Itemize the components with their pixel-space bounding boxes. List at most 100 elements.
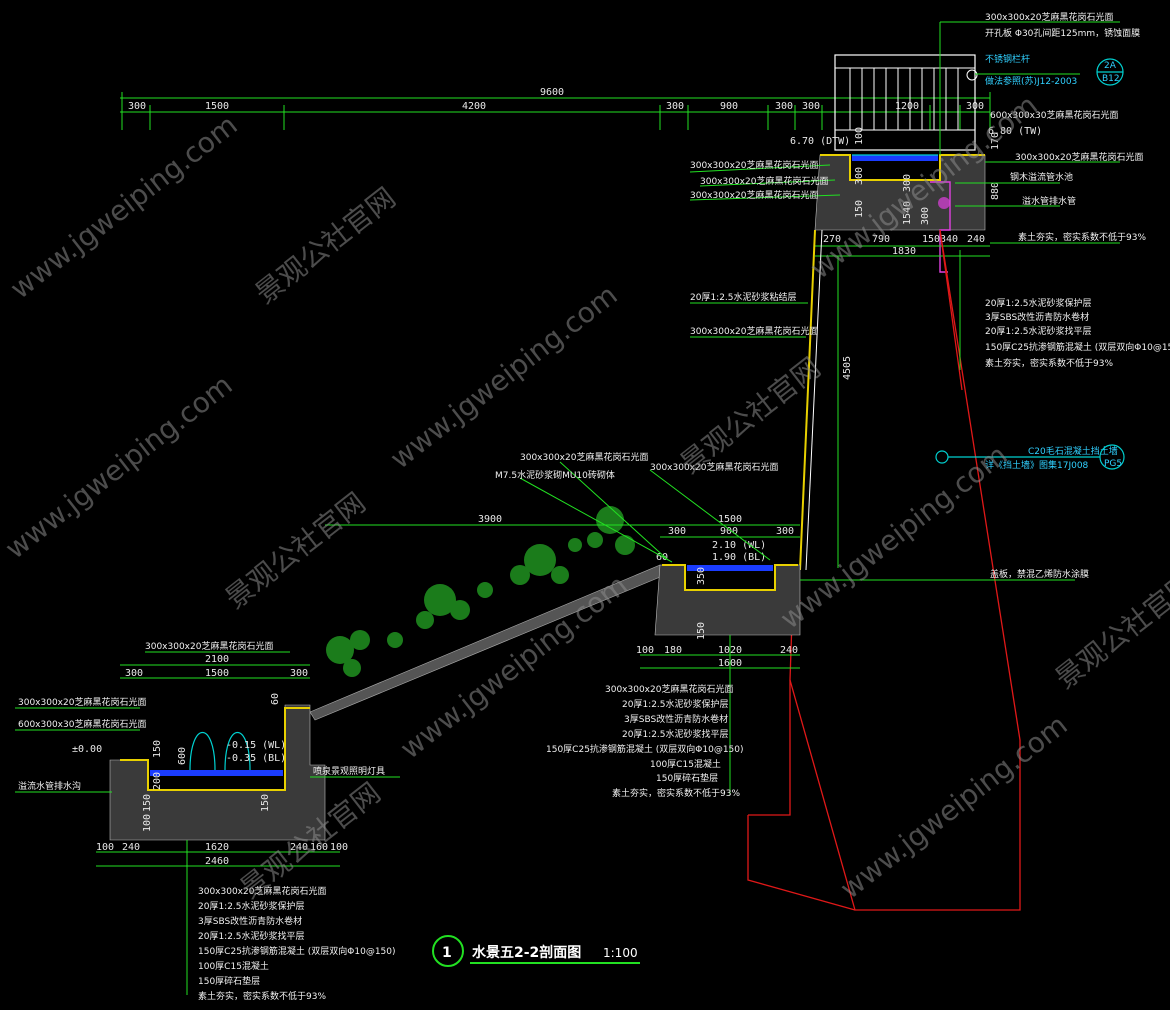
upper-dim-1540: 1540 xyxy=(902,201,913,225)
low-note-below-1: 300x300x20芝麻黑花岗石光面 xyxy=(198,885,326,897)
low-dim-150c: 150 xyxy=(260,794,271,812)
low-note-below-4: 20厚1:2.5水泥砂浆找平层 xyxy=(198,930,305,942)
mid-level-wl: 2.10 (WL) xyxy=(712,540,766,551)
upper-right-note-4: 做法参照(苏)J12-2003 xyxy=(985,75,1077,87)
top-dim-4: 300 xyxy=(666,101,684,112)
mid-dim-60: 60 xyxy=(656,552,668,563)
upper-dim-340: 340 xyxy=(940,234,958,245)
low-dim-600: 600 xyxy=(177,747,188,765)
lower-pool: 2100 300 1500 300 -0.15 (WL) -0.35 (BL) … xyxy=(15,640,400,1002)
mid-note-top-2: M7.5水泥砂浆砌MU10砖砌体 xyxy=(495,469,615,481)
mid-dim-240: 240 xyxy=(780,645,798,656)
low-note-below-5: 150厚C25抗渗钢筋混凝土 (双层双向Φ10@150) xyxy=(198,945,396,957)
low-dim-200: 200 xyxy=(152,772,163,790)
top-dim-total: 9600 xyxy=(540,87,564,98)
top-dim-6: 300 xyxy=(775,101,793,112)
low-level-wl: -0.15 (WL) xyxy=(226,740,286,751)
low-dim-100: 100 xyxy=(142,814,153,832)
wall-dim-4505: 4505 xyxy=(842,356,853,380)
middle-pool: 3900 1500 300 900 300 2.10 (WL) 1.90 (BL… xyxy=(325,451,1089,799)
upper-left-note-1: 300x300x20芝麻黑花岗石光面 xyxy=(690,159,818,171)
planted-slope xyxy=(309,506,666,721)
low-note-below-6: 100厚C15混凝土 xyxy=(198,960,269,972)
low-dim-100a: 100 xyxy=(96,842,114,853)
upper-right-note-9: 素土夯实，密实系数不低于93% xyxy=(1018,231,1146,243)
low-dim-240b: 240 xyxy=(290,842,308,853)
level-tw: 6.80 (TW) xyxy=(988,126,1042,137)
mid-note-below-6: 100厚C15混凝土 xyxy=(650,758,721,770)
mid-note-top-1: 300x300x20芝麻黑花岗石光面 xyxy=(520,451,648,463)
railing xyxy=(834,54,978,151)
mid-dim-3900: 3900 xyxy=(478,514,502,525)
watermark-4: www.jgweiping.com xyxy=(0,368,239,565)
low-dim-1500: 1500 xyxy=(205,668,229,679)
upper-dim-300c: 300 xyxy=(920,207,931,225)
low-note-left-4: 溢流水管排水沟 xyxy=(18,780,81,792)
low-dim-2460: 2460 xyxy=(205,856,229,867)
upper-pool: 6.70 (DTW) 6.80 (TW) 270 790 150 340 240… xyxy=(790,126,1042,273)
upper-right-note-5: 600x300x30芝麻黑花岗石光面 xyxy=(990,109,1118,121)
watermark-3: www.jgweiping.com xyxy=(384,278,624,475)
wall-notes: 20厚1:2.5水泥砂浆粘结层 300x300x20芝麻黑花岗石光面 20厚1:… xyxy=(690,250,1170,568)
mid-note-below-8: 素土夯实，密实系数不低于93% xyxy=(612,787,740,799)
mid-dim-1500: 1500 xyxy=(718,514,742,525)
upper-right-note-3: 不锈钢栏杆 xyxy=(985,53,1030,65)
mid-note-right: 盖板，禁混乙烯防水涂膜 xyxy=(990,568,1089,580)
upper-left-note-2: 300x300x20芝麻黑花岗石光面 xyxy=(700,175,828,187)
mid-dim-100: 100 xyxy=(636,645,654,656)
low-note-left-3: ±0.00 xyxy=(72,744,102,755)
low-dim-240a: 240 xyxy=(122,842,140,853)
mid-dim-350: 350 xyxy=(696,567,707,585)
rail-tag-top: 2A xyxy=(1104,61,1117,71)
upper-dim-790: 790 xyxy=(872,234,890,245)
low-level-bl: -0.35 (BL) xyxy=(226,753,286,764)
title-scale: 1:100 xyxy=(603,946,638,960)
low-note-below-8: 素土夯实，密实系数不低于93% xyxy=(198,990,326,1002)
low-note-right: 喷泉景观照明灯具 xyxy=(313,765,385,777)
low-note-below-2: 20厚1:2.5水泥砂浆保护层 xyxy=(198,900,305,912)
watermarks: www.jgweiping.com 景观公社官网 www.jgweiping.c… xyxy=(0,88,1170,905)
upper-right-note-1: 300x300x20芝麻黑花岗石光面 xyxy=(985,11,1113,23)
low-note-left-1: 300x300x20芝麻黑花岗石光面 xyxy=(18,696,146,708)
mid-dim-300b: 300 xyxy=(776,526,794,537)
upper-dim-170: 170 xyxy=(990,132,1001,150)
top-dim-7: 300 xyxy=(802,101,820,112)
upper-right-note-8: 溢水管排水管 xyxy=(1022,195,1076,207)
upper-dim-1830: 1830 xyxy=(892,246,916,257)
upper-right-note-7: 钢木溢流管水池 xyxy=(1010,171,1073,183)
watermark-8: www.jgweiping.com xyxy=(774,438,1014,635)
mid-note-below-5: 150厚C25抗渗钢筋混凝土 (双层双向Φ10@150) xyxy=(546,743,744,755)
mid-note-below-3: 3厚SBS改性沥青防水卷材 xyxy=(624,713,728,725)
upper-dim-880: 880 xyxy=(990,182,1001,200)
upper-dim-300: 300 xyxy=(854,167,865,185)
rail-tag-bottom: B12 xyxy=(1102,74,1120,84)
low-dim-150a: 150 xyxy=(152,740,163,758)
mid-note-below-7: 150厚碎石垫层 xyxy=(656,772,718,784)
top-dim-2: 1500 xyxy=(205,101,229,112)
upper-dim-100: 100 xyxy=(854,127,865,145)
top-dim-1: 300 xyxy=(128,101,146,112)
top-dimension-chain: 300 1500 4200 9600 300 900 300 300 1200 … xyxy=(120,87,991,130)
wall-right-note-4: 150厚C25抗渗钢筋混凝土 (双层双向Φ10@150) xyxy=(985,341,1170,353)
wall-left-note-1: 20厚1:2.5水泥砂浆粘结层 xyxy=(690,291,797,303)
mid-note-below-1: 300x300x20芝麻黑花岗石光面 xyxy=(605,683,733,695)
watermark-10: www.jgweiping.com xyxy=(834,708,1074,905)
upper-right-note-6: 300x300x20芝麻黑花岗石光面 xyxy=(1015,151,1143,163)
title-number: 1 xyxy=(442,945,452,961)
upper-dim-240: 240 xyxy=(967,234,985,245)
upper-right-note-2: 开孔板 Φ30孔间距125mm，锈蚀面膜 xyxy=(985,27,1140,39)
watermark-7: 景观公社官网 xyxy=(674,351,827,480)
upper-right-notes: 300x300x20芝麻黑花岗石光面 开孔板 Φ30孔间距125mm，锈蚀面膜 … xyxy=(939,11,1146,244)
upper-dim-150: 150 xyxy=(922,234,940,245)
upper-dim-300b: 300 xyxy=(902,174,913,192)
low-note-top: 300x300x20芝麻黑花岗石光面 xyxy=(145,640,273,652)
low-dim-60: 60 xyxy=(270,693,281,705)
mid-dim-150: 150 xyxy=(696,622,707,640)
low-dim-300b: 300 xyxy=(290,668,308,679)
mid-dim-300a: 300 xyxy=(668,526,686,537)
mid-dim-900: 900 xyxy=(720,526,738,537)
low-dim-300a: 300 xyxy=(125,668,143,679)
top-dim-3: 4200 xyxy=(462,101,486,112)
upper-left-note-3: 300x300x20芝麻黑花岗石光面 xyxy=(690,189,818,201)
upper-left-notes: 300x300x20芝麻黑花岗石光面 300x300x20芝麻黑花岗石光面 30… xyxy=(689,159,841,201)
